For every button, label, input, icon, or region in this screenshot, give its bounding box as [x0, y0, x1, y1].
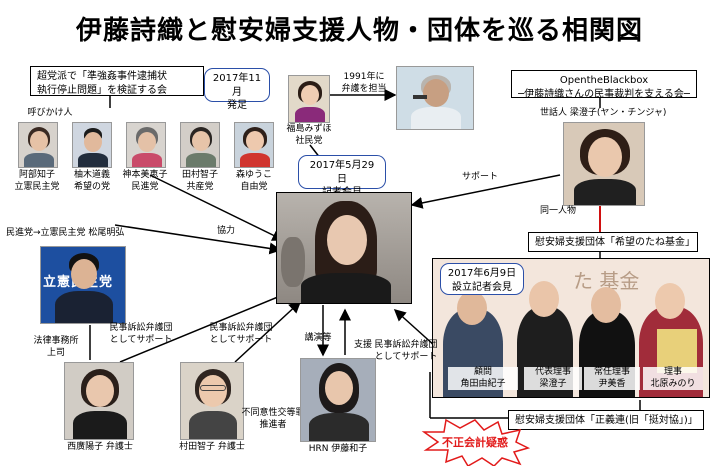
matsubara-photo: 立憲民主党	[40, 246, 126, 324]
committee-box: 超党派で「準強姦事件逮捕状 執行停止問題」を検証する会	[30, 66, 204, 96]
kamimoto-label: 神本美恵子 民進党	[122, 170, 168, 192]
alert-burst	[421, 418, 530, 466]
tamura-label: 田村智子 共産党	[181, 170, 218, 192]
yobikake-label: 呼びかけ人	[27, 108, 73, 118]
fukushima-label: 福島みずほ 社民党	[286, 124, 332, 146]
jonin-label: 常任理事 尹美香	[584, 367, 640, 391]
riji-label: 理事 北原みのり	[643, 367, 703, 391]
komon-label: 顧問 角田由紀子	[448, 367, 518, 391]
press-may-2017-box: 2017年5月29日 記者会見	[298, 155, 386, 198]
kim-hak-sun-photo	[396, 66, 474, 130]
fukushima-photo	[288, 75, 330, 123]
minji-label-3: 民事訴訟弁護団 としてサポート	[374, 340, 438, 362]
sewa-label: 世話人 梁澄子(ヤン・チンジャ)	[540, 108, 667, 118]
murata-label: 村田智子 弁護士	[179, 442, 245, 452]
shien-label: 支援	[353, 340, 372, 350]
support-label: サポート	[461, 172, 498, 182]
kouen-label: 講演等	[304, 333, 332, 343]
yuki-photo	[72, 122, 112, 168]
diagram-title: 伊藤詩織と慰安婦支援人物・団体を巡る相関図	[75, 16, 643, 46]
line-nishihiro-to-center	[119, 290, 292, 363]
founded-nov-2017-box: 2017年11月 発足	[204, 68, 270, 111]
seigiren-box: 慰安婦支援団体「正義連(旧「挺対協」)」	[508, 410, 704, 430]
nishihiro-label: 西廣陽子 弁護士	[67, 442, 133, 452]
kamimoto-photo	[126, 122, 166, 168]
line-support-to-center	[410, 174, 561, 209]
same-person-label: 同一人物	[539, 206, 576, 216]
hrn-photo	[300, 358, 376, 442]
minji-label-1: 民事訴訟弁護団 としてサポート	[109, 323, 173, 345]
mori-label: 森ゆうこ 自由党	[235, 170, 272, 192]
abe-label: 阿部知子 立憲民主党	[14, 170, 60, 192]
tamura-photo	[180, 122, 220, 168]
kibou-box: 慰安婦支援団体「希望のたね基金」	[528, 232, 698, 252]
hrn-label: HRN 伊藤和子	[308, 444, 368, 454]
abe-photo	[18, 122, 58, 168]
mori-photo	[234, 122, 274, 168]
nishihiro-photo	[64, 362, 134, 440]
yuki-label: 柚木道義 希望の党	[73, 170, 110, 192]
fudoui-label: 不同意性交等罪 推進者	[241, 408, 305, 430]
matsubara-label: 民進党→立憲民主党 松尾明弘	[6, 228, 125, 238]
daihyo-label: 代表理事 梁澄子	[524, 367, 582, 391]
bengo-1991-label: 1991年に 弁護を担当	[341, 72, 387, 94]
minji-label-2: 民事訴訟弁護団 としてサポート	[209, 323, 273, 345]
press-jun-2017-box: 2017年6月9日 設立記者会見	[440, 263, 524, 295]
kyouryoku-label: 協力	[216, 226, 235, 236]
otb-box: OpentheBlackbox ─伊藤詩織さんの民事裁判を支える会─	[511, 70, 697, 100]
line-murata-to-center	[234, 300, 302, 363]
yang-jingja-photo	[563, 122, 645, 206]
ito-shiori-photo	[276, 192, 412, 304]
line-matsubara-to-center	[114, 224, 282, 255]
fusei-label: 不正会計疑惑	[442, 436, 508, 449]
line-politicians-to-center	[149, 174, 285, 241]
houritsu-label: 法律事務所 上司	[33, 336, 79, 358]
murata-photo	[180, 362, 244, 440]
